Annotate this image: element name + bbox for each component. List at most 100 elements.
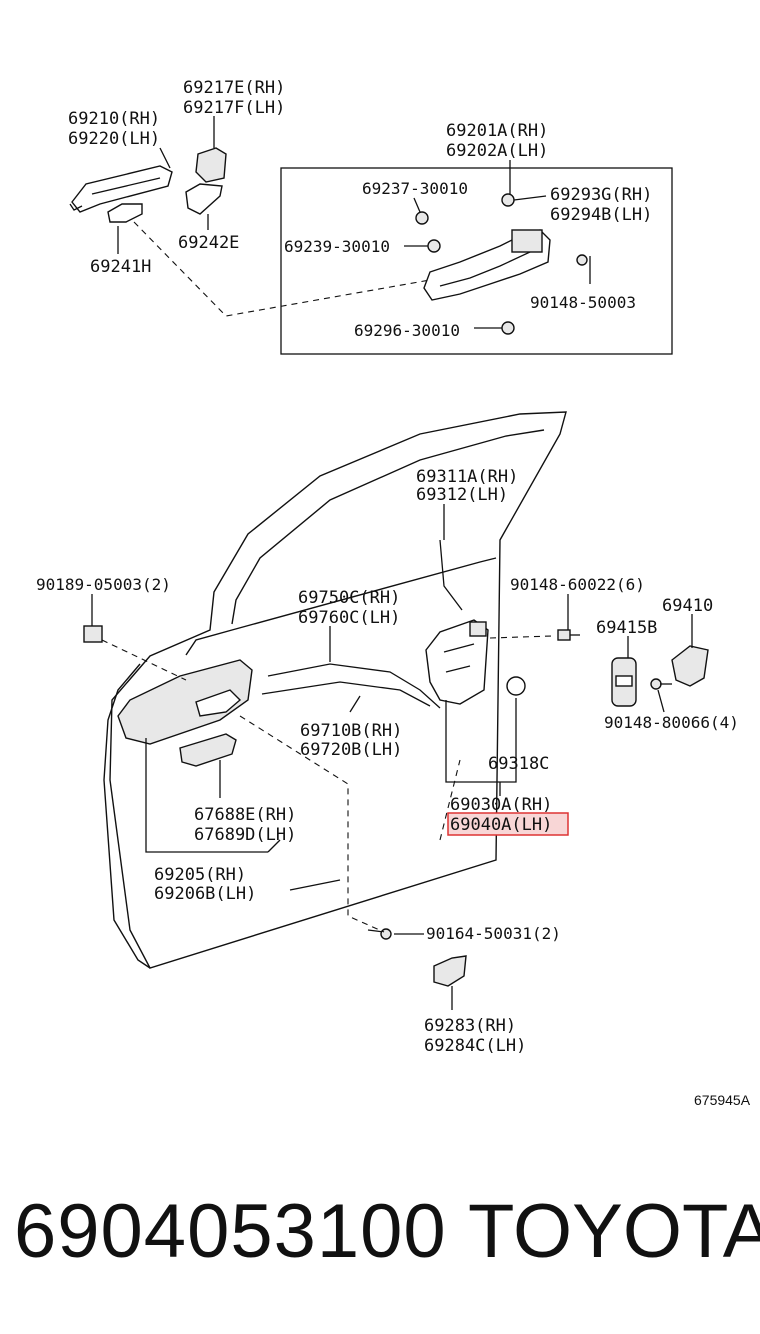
- label-69415b: 69415B: [596, 618, 657, 638]
- label-69210: 69210(RH): [68, 109, 160, 129]
- footer-brand: TOYOTA: [468, 1189, 760, 1274]
- label-69311a: 69311A(RH): [416, 467, 518, 487]
- outside-handle-part: [69, 165, 173, 213]
- clip-90189: [83, 625, 103, 643]
- label-69241h: 69241H: [90, 257, 151, 277]
- svg-text:69239-30010: 69239-30010: [284, 237, 390, 256]
- handle-frame-part: [423, 229, 551, 301]
- label-90148-80066: 90148-80066(4): [604, 713, 739, 732]
- svg-text:69237-30010: 69237-30010: [362, 179, 468, 198]
- svg-text:69242E: 69242E: [178, 233, 239, 253]
- svg-text:69030A(RH): 69030A(RH): [450, 795, 552, 815]
- striker-69410: [671, 645, 709, 687]
- label-69284c: 69284C(LH): [424, 1036, 526, 1056]
- label-69318c: 69318C: [488, 754, 549, 774]
- svg-text:69710B(RH): 69710B(RH): [300, 721, 402, 741]
- svg-text:69750C(RH): 69750C(RH): [298, 588, 400, 608]
- label-69237: 69237-30010: [362, 179, 468, 198]
- label-67688e: 67688E(RH): [194, 805, 296, 825]
- label-69750c: 69750C(RH): [298, 588, 400, 608]
- door-lock-assembly: [425, 619, 489, 705]
- label-69217f: 69217F(LH): [183, 98, 285, 118]
- label-69312: 69312(LH): [416, 485, 508, 505]
- cable-69710: [261, 681, 431, 707]
- grommet-69318: [506, 676, 526, 696]
- label-69293g: 69293G(RH): [550, 185, 652, 205]
- highlight-box: [447, 812, 569, 836]
- label-69202a: 69202A(LH): [446, 141, 548, 161]
- label-69206b: 69206B(LH): [154, 884, 256, 904]
- svg-text:69720B(LH): 69720B(LH): [300, 740, 402, 760]
- label-69294b: 69294B(LH): [550, 205, 652, 225]
- label-67689d: 67689D(LH): [194, 825, 296, 845]
- svg-text:69220(LH): 69220(LH): [68, 129, 160, 149]
- label-69296: 69296-30010: [354, 321, 460, 340]
- label-69239: 69239-30010: [284, 237, 390, 256]
- label-69205: 69205(RH): [154, 865, 246, 885]
- svg-text:67688E(RH): 67688E(RH): [194, 805, 296, 825]
- svg-text:67689D(LH): 67689D(LH): [194, 825, 296, 845]
- handle-bezel-part: [179, 733, 237, 767]
- door-outline: [103, 411, 567, 969]
- svg-text:69201A(RH): 69201A(RH): [446, 121, 548, 141]
- svg-text:69312(LH): 69312(LH): [416, 485, 508, 505]
- svg-text:69410: 69410: [662, 596, 713, 616]
- handle-cover-part: [195, 147, 227, 183]
- svg-text:69217F(LH): 69217F(LH): [183, 98, 285, 118]
- svg-text:69283(RH): 69283(RH): [424, 1016, 516, 1036]
- label-69040a: 69040A(LH): [450, 815, 552, 835]
- inside-handle-part: [117, 659, 253, 745]
- lock-rod: [439, 539, 463, 611]
- svg-text:90189-05003(2): 90189-05003(2): [36, 575, 171, 594]
- svg-text:69202A(LH): 69202A(LH): [446, 141, 548, 161]
- label-69242e: 69242E: [178, 233, 239, 253]
- svg-text:69296-30010: 69296-30010: [354, 321, 460, 340]
- label-69217e: 69217E(RH): [183, 78, 285, 98]
- bolt-90148-80066: [650, 678, 672, 690]
- screw-90148-60022: [557, 629, 580, 641]
- label-69720b: 69720B(LH): [300, 740, 402, 760]
- svg-text:69206B(LH): 69206B(LH): [154, 884, 256, 904]
- svg-text:69217E(RH): 69217E(RH): [183, 78, 285, 98]
- label-69220: 69220(LH): [68, 129, 160, 149]
- svg-text:90148-60022(6): 90148-60022(6): [510, 575, 645, 594]
- clip-69239: [427, 239, 441, 253]
- label-69410: 69410: [662, 596, 713, 616]
- svg-text:69311A(RH): 69311A(RH): [416, 467, 518, 487]
- svg-text:69241H: 69241H: [90, 257, 151, 277]
- screw-69296: [501, 321, 515, 335]
- label-69201a: 69201A(RH): [446, 121, 548, 141]
- label-90148-50003: 90148-50003: [530, 293, 636, 312]
- label-90164: 90164-50031(2): [426, 924, 561, 943]
- svg-text:69210(RH): 69210(RH): [68, 109, 160, 129]
- svg-text:69293G(RH): 69293G(RH): [550, 185, 652, 205]
- svg-text:69415B: 69415B: [596, 618, 657, 638]
- svg-text:90148-50003: 90148-50003: [530, 293, 636, 312]
- svg-text:90164-50031(2): 90164-50031(2): [426, 924, 561, 943]
- cover-69283: [433, 955, 467, 987]
- screw-90164: [367, 928, 392, 940]
- cable-69750: [267, 663, 441, 709]
- svg-text:69294B(LH): 69294B(LH): [550, 205, 652, 225]
- svg-text:69040A(LH): 69040A(LH): [450, 815, 552, 835]
- label-69710b: 69710B(RH): [300, 721, 402, 741]
- pad-69415: [611, 657, 637, 707]
- clip-69237: [415, 211, 429, 225]
- svg-text:69284C(LH): 69284C(LH): [424, 1036, 526, 1056]
- frame-assembly-box: [280, 167, 673, 355]
- label-69760c: 69760C(LH): [298, 608, 400, 628]
- svg-text:69760C(LH): 69760C(LH): [298, 608, 400, 628]
- label-90148-60022: 90148-60022(6): [510, 575, 645, 594]
- figure-code: 675945A: [694, 1092, 751, 1108]
- label-90189: 90189-05003(2): [36, 575, 171, 594]
- handle-gasket-part: [107, 203, 143, 223]
- screw-69293: [501, 193, 515, 207]
- svg-text:69205(RH): 69205(RH): [154, 865, 246, 885]
- label-69030a: 69030A(RH): [450, 795, 552, 815]
- svg-text:69318C: 69318C: [488, 754, 549, 774]
- handle-pad-part: [185, 183, 223, 215]
- svg-text:90148-80066(4): 90148-80066(4): [604, 713, 739, 732]
- footer-part-number: 6904053100: [14, 1189, 447, 1274]
- bolt-90148: [576, 254, 588, 266]
